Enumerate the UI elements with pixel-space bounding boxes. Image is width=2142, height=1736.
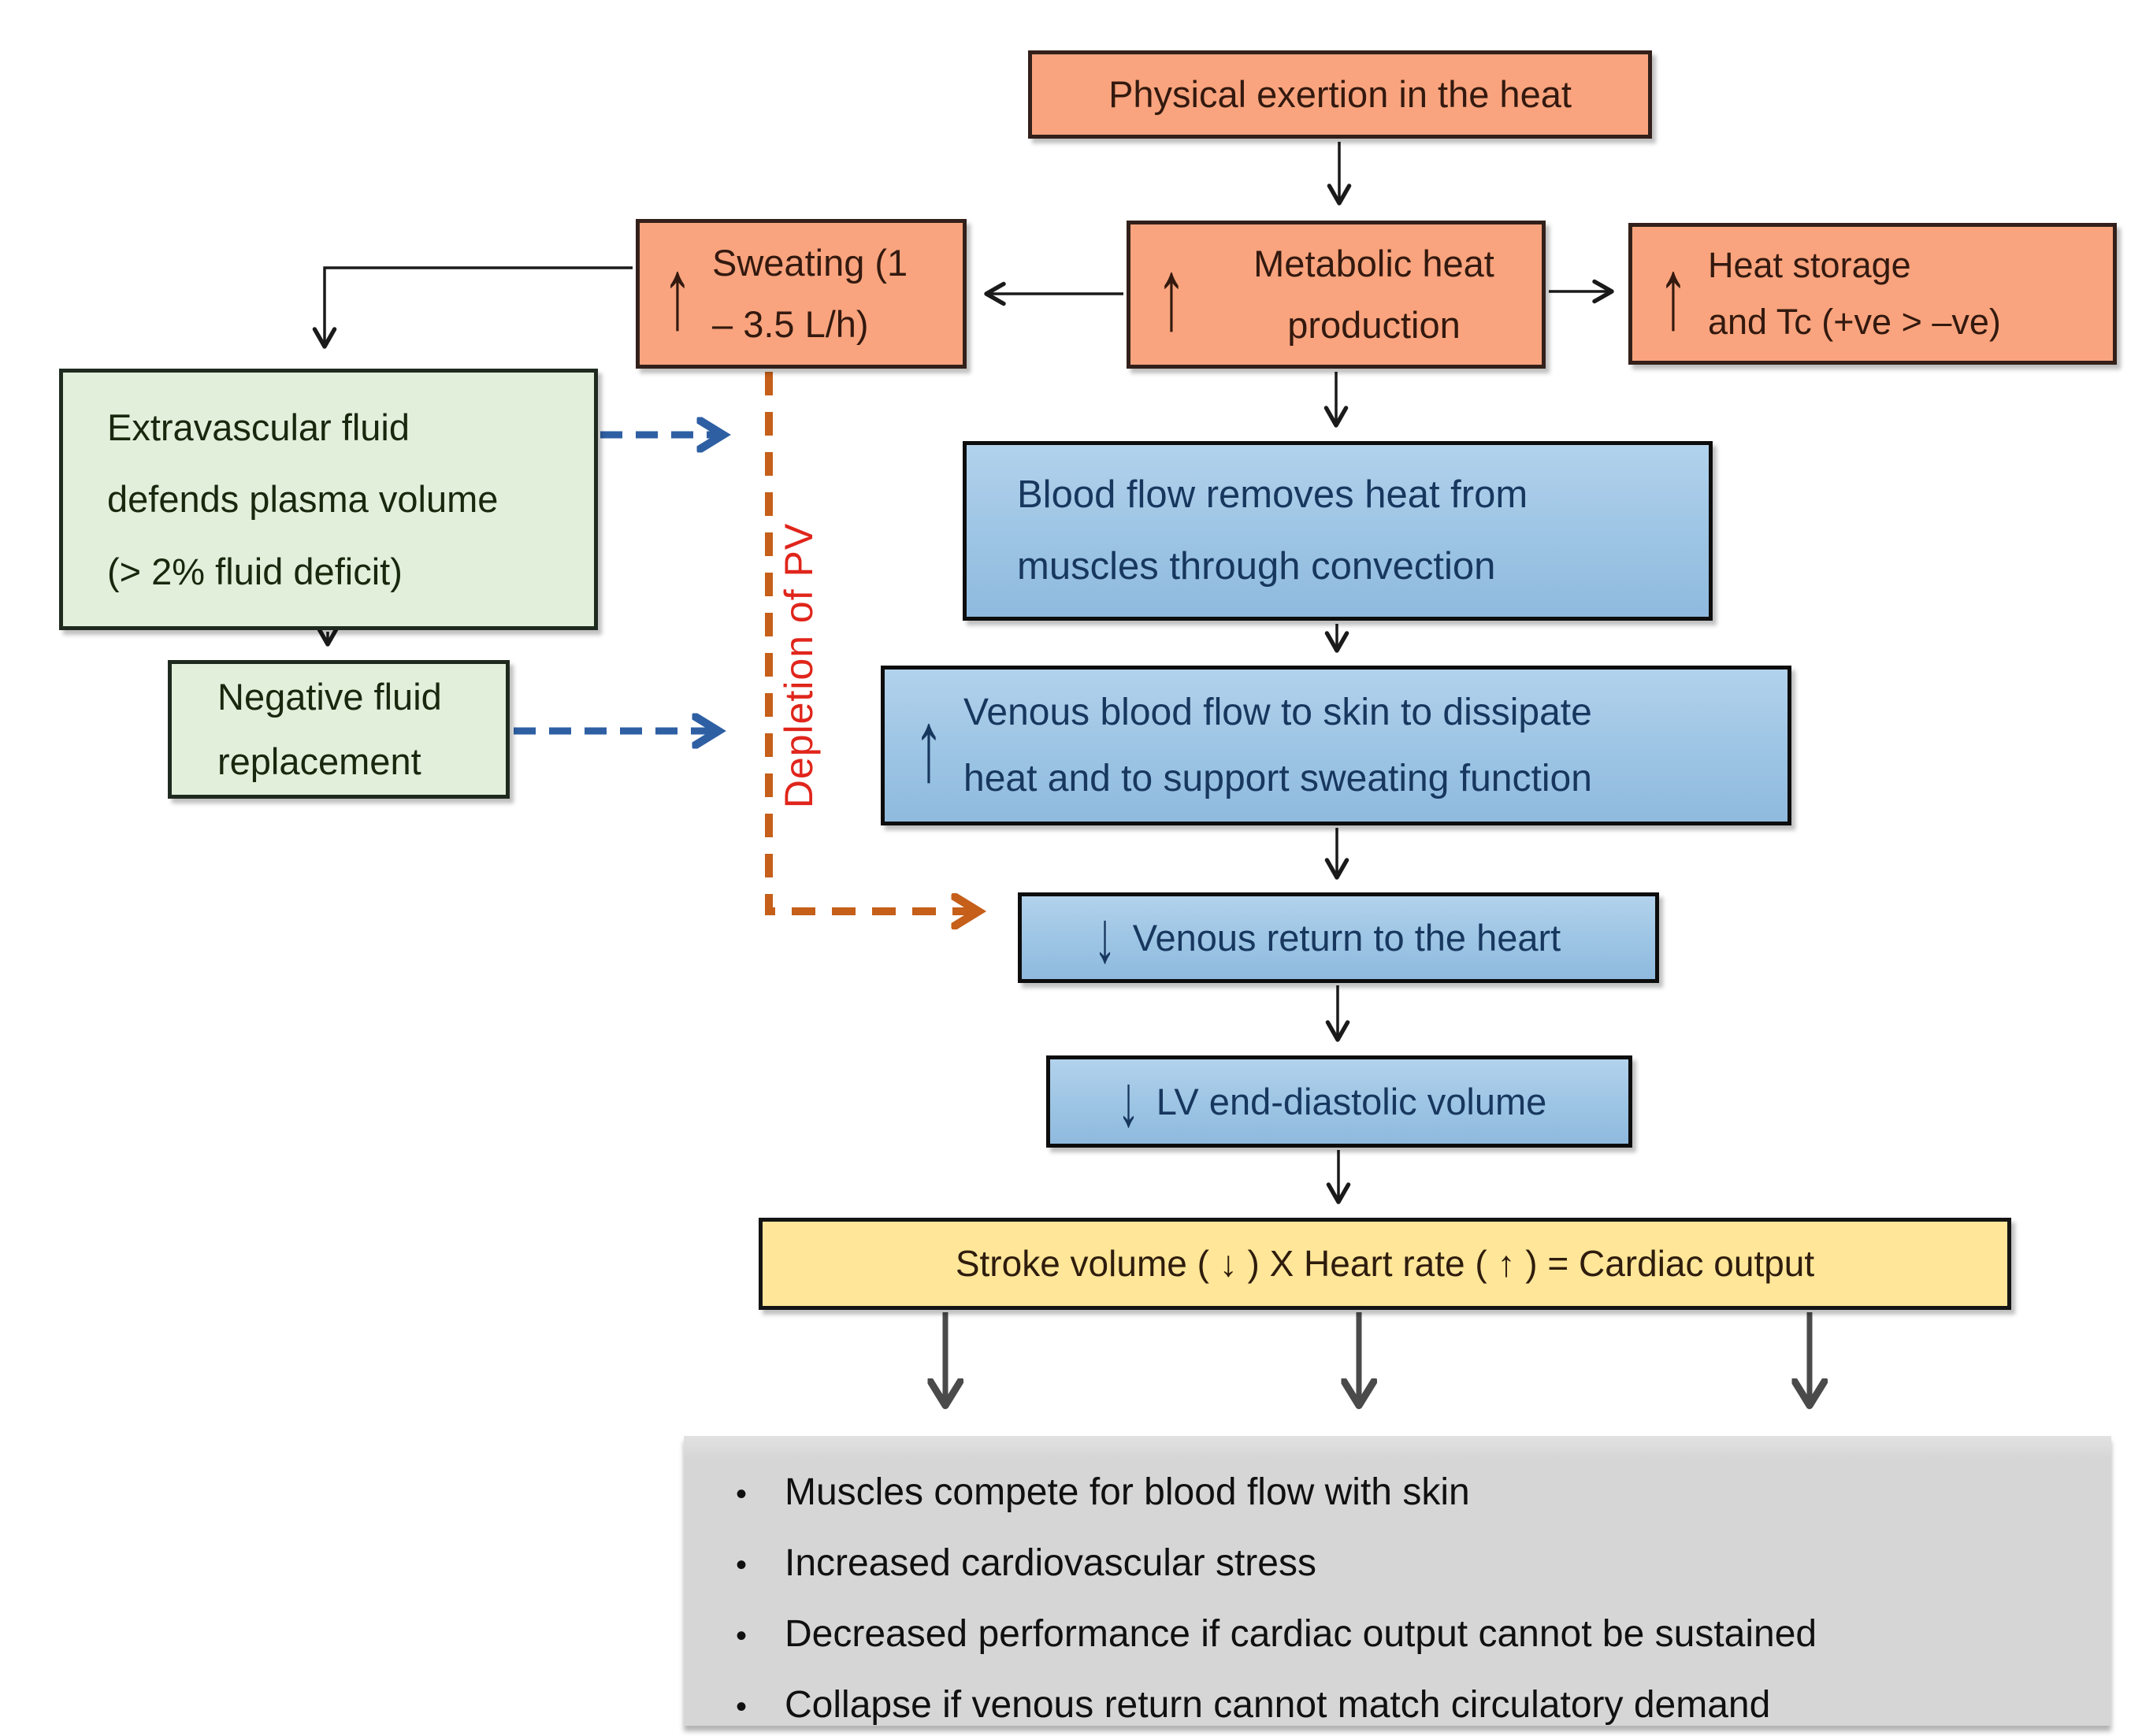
outcome-text: Collapse if venous return cannot match c… <box>785 1684 1771 1726</box>
up-arrow-icon: ↑ <box>914 688 944 802</box>
outcome-item: • Decreased performance if cardiac output… <box>736 1600 2088 1671</box>
heat-storage-line-1: Heat storage <box>1708 245 1911 285</box>
venous-return-box: ↓ Venous return to the heart <box>1018 892 1659 983</box>
bullet-icon: • <box>736 1690 748 1724</box>
venous-blood-flow-line-2: heat and to support sweating function <box>963 757 1592 799</box>
metabolic-heat-box: ↑ Metabolic heat production <box>1127 221 1546 369</box>
outcomes-list: • Muscles compete for blood flow with ski… <box>736 1458 2088 1736</box>
outcome-item: • Muscles compete for blood flow with ski… <box>736 1458 2088 1529</box>
outcome-text: Decreased performance if cardiac output … <box>785 1613 1817 1655</box>
sweating-line-1: Sweating (1 <box>712 242 908 284</box>
extravascular-line-3: (> 2% fluid deficit) <box>107 550 403 592</box>
arrow-sweating-to-extravascular <box>312 266 633 349</box>
heat-storage-box: ↑ Heat storage and Tc (+ve > –ve) <box>1628 223 2117 365</box>
down-arrow-icon: ↓ <box>1093 896 1116 978</box>
venous-blood-flow-line-1: Venous blood flow to skin to dissipate <box>963 691 1592 733</box>
extravascular-line-1: Extravascular fluid <box>107 406 410 448</box>
outcomes-box: • Muscles compete for blood flow with ski… <box>684 1436 2111 1726</box>
negative-fluid-line-1: Negative fluid <box>217 675 442 718</box>
metabolic-line-2: production <box>1287 304 1461 346</box>
sweating-line-2: – 3.5 L/h) <box>712 303 869 345</box>
physical-exertion-box: Physical exertion in the heat <box>1028 50 1652 139</box>
blood-flow-line-1: Blood flow removes heat from <box>1017 473 1528 517</box>
physical-exertion-label: Physical exertion in the heat <box>1108 73 1572 116</box>
lv-end-diastolic-box: ↓ LV end-diastolic volume <box>1046 1055 1632 1148</box>
sweating-box: ↑ Sweating (1 – 3.5 L/h) <box>636 219 967 369</box>
lv-end-diastolic-label: LV end-diastolic volume <box>1156 1080 1547 1122</box>
depletion-of-pv-label: Depletion of PV <box>777 522 821 809</box>
up-arrow-icon: ↑ <box>1658 236 1688 351</box>
down-arrow-icon: ↓ <box>1117 1060 1140 1142</box>
cardiac-output-equation-box: Stroke volume ( ↓ ) X Heart rate ( ↑ ) =… <box>759 1218 2011 1310</box>
cardiac-output-label: Stroke volume ( ↓ ) X Heart rate ( ↑ ) =… <box>955 1243 1815 1285</box>
bullet-icon: • <box>736 1548 748 1582</box>
up-arrow-icon: ↑ <box>663 236 692 351</box>
bullet-icon: • <box>736 1477 748 1512</box>
negative-fluid-replacement-box: Negative fluid replacement <box>168 660 510 799</box>
bullet-icon: • <box>736 1619 748 1653</box>
heat-storage-line-2: and Tc (+ve > –ve) <box>1708 302 2001 342</box>
metabolic-line-1: Metabolic heat <box>1253 243 1494 285</box>
extravascular-line-2: defends plasma volume <box>107 478 499 521</box>
blood-flow-convection-box: Blood flow removes heat from muscles thr… <box>963 441 1713 621</box>
venous-blood-flow-box: ↑ Venous blood flow to skin to dissipate… <box>881 666 1791 825</box>
outcome-text: Increased cardiovascular stress <box>785 1542 1316 1584</box>
up-arrow-icon: ↑ <box>1156 237 1186 351</box>
negative-fluid-line-2: replacement <box>217 740 421 782</box>
outcome-item: • Increased cardiovascular stress <box>736 1529 2088 1600</box>
extravascular-fluid-box: Extravascular fluid defends plasma volum… <box>59 369 598 630</box>
outcome-text: Muscles compete for blood flow with skin <box>785 1471 1470 1513</box>
outcome-item: • Collapse if venous return cannot match … <box>736 1671 2088 1736</box>
blood-flow-line-2: muscles through convection <box>1017 545 1496 588</box>
venous-return-label: Venous return to the heart <box>1132 916 1561 959</box>
